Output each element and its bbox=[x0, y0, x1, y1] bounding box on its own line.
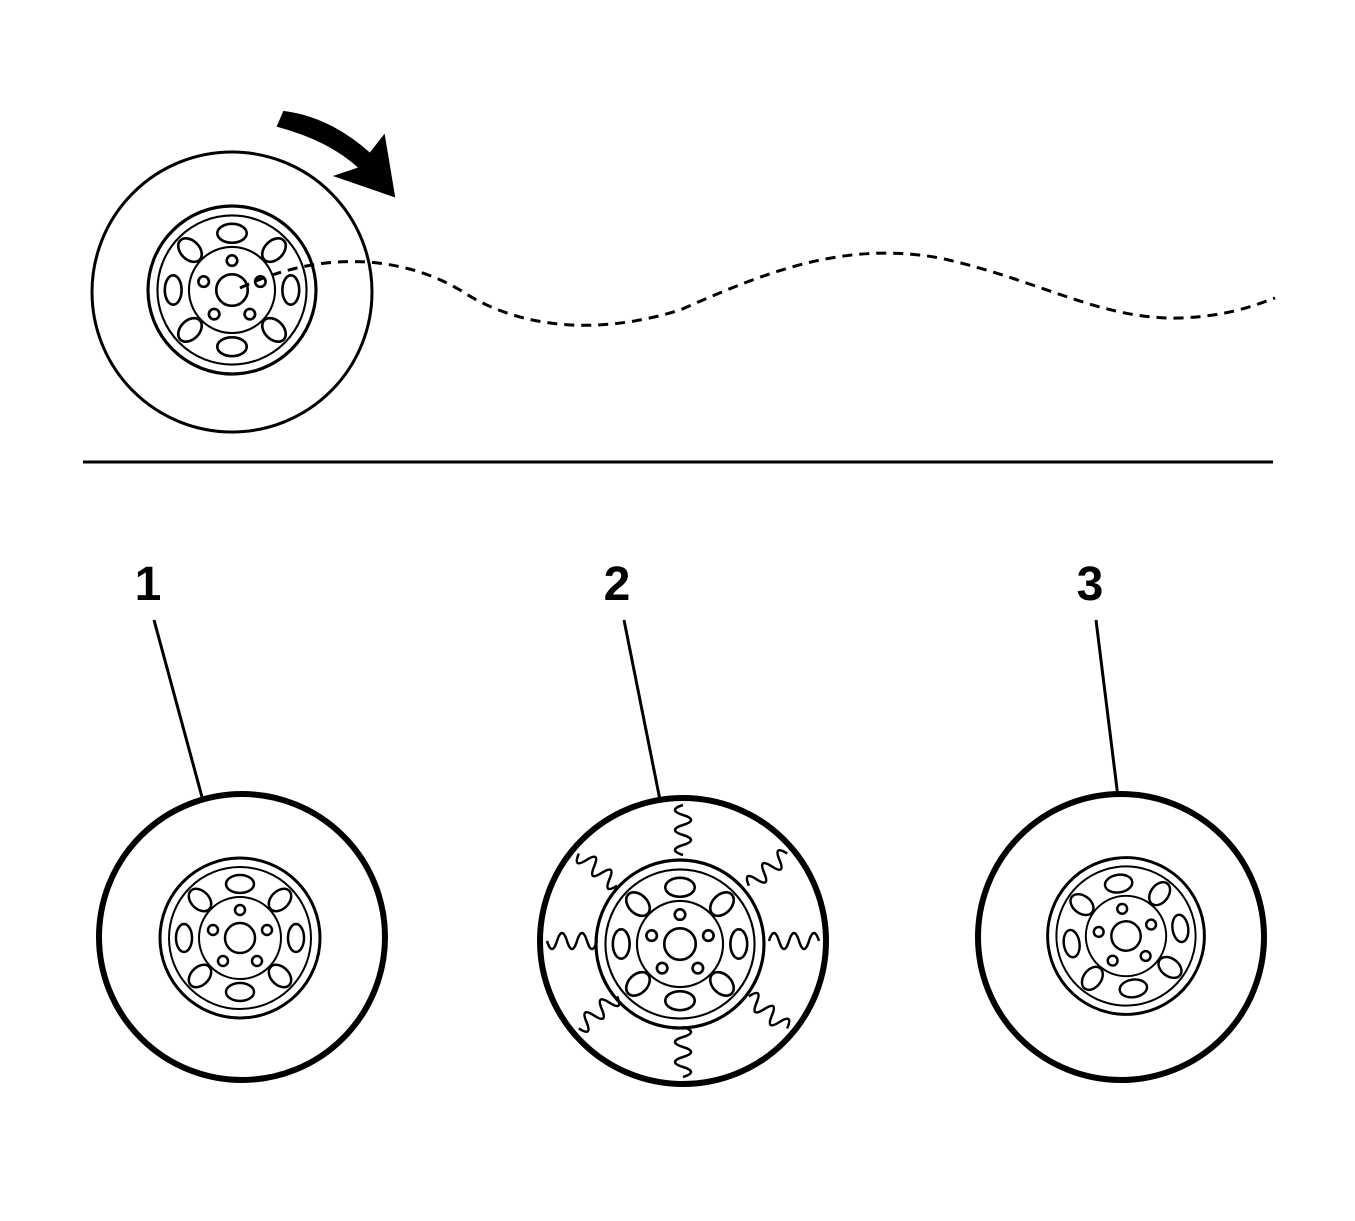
wheel-1 bbox=[96, 791, 388, 1083]
runout-trace-line bbox=[239, 251, 1276, 327]
callout-label-1: 1 bbox=[135, 558, 162, 611]
leader-line-2 bbox=[622, 619, 662, 801]
leader-line-3 bbox=[1094, 619, 1120, 798]
rotating-wheel bbox=[90, 150, 374, 434]
spring-icons bbox=[545, 803, 821, 1079]
callout-label-2: 2 bbox=[604, 558, 631, 611]
wheel-3 bbox=[975, 791, 1267, 1083]
callout-label-3: 3 bbox=[1077, 558, 1104, 611]
leader-line-1 bbox=[152, 619, 204, 798]
rotation-arrow-icon bbox=[276, 110, 396, 198]
wheel-2 bbox=[537, 795, 829, 1087]
